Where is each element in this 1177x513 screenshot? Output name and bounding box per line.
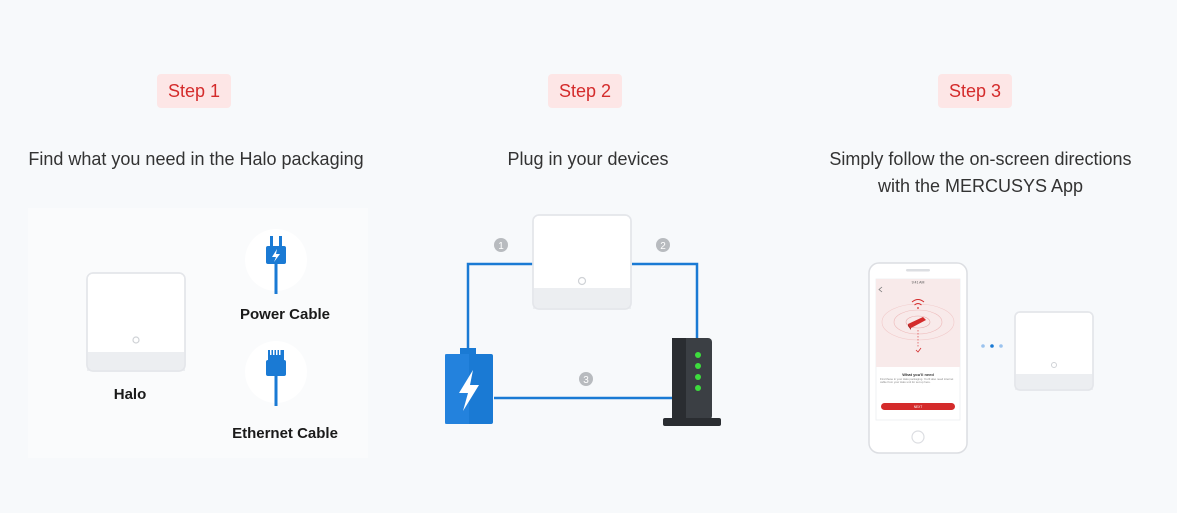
connection-diagram: 1 2 3 (445, 214, 721, 426)
halo-device-icon (86, 272, 186, 372)
home-button-icon (911, 430, 925, 444)
app-next-button-label: NEXT (914, 405, 923, 409)
connection-number-1: 1 (498, 241, 504, 252)
halo-unit-icon-step3 (1014, 311, 1094, 391)
step-3-badge: Step 3 (938, 74, 1013, 108)
status-time: 9:41 AM (912, 281, 925, 285)
power-adapter-icon (445, 348, 493, 424)
connection-number-2: 2 (660, 241, 666, 252)
halo-unit-icon (532, 214, 632, 310)
ethernet-cable-icon (245, 341, 307, 406)
step-1-column: Step 1 Find what you need in the Halo pa… (0, 0, 392, 513)
step-1-badge: Step 1 (157, 74, 232, 108)
step-1-heading: Find what you need in the Halo packaging (28, 149, 364, 169)
connection-number-3: 3 (583, 375, 589, 386)
connecting-dots-icon (981, 344, 1003, 348)
app-next-button (881, 403, 955, 410)
back-icon (878, 286, 883, 293)
ethernet-cable-label: Ethernet Cable (232, 425, 338, 442)
wifi-icon (911, 299, 925, 303)
phone-mockup: 9:41 AM What you'll need Find these in y… (868, 262, 968, 454)
step-3-column: Step 3 Simply follow the on-screen direc… (784, 0, 1177, 513)
packaging-panel (28, 208, 368, 458)
power-cable-icon (245, 229, 307, 294)
modem-icon (663, 338, 721, 426)
power-cable-label: Power Cable (239, 306, 331, 323)
step-3-heading: Simply follow the on-screen directions w… (784, 146, 1177, 200)
step-2-heading: Plug in your devices (507, 149, 669, 169)
app-screen-description: Find these in your Halo packaging. You'l… (880, 378, 954, 385)
app-screen-title: What you'll need (902, 372, 934, 377)
step-2-badge: Step 2 (548, 74, 623, 108)
halo-label: Halo (113, 386, 147, 403)
step-3-heading-line-1: Simply follow the on-screen directions (829, 149, 1132, 169)
step-2-column: Step 2 Plug in your devices (392, 0, 784, 513)
step-3-heading-line-2: with the MERCUSYS App (877, 176, 1084, 196)
